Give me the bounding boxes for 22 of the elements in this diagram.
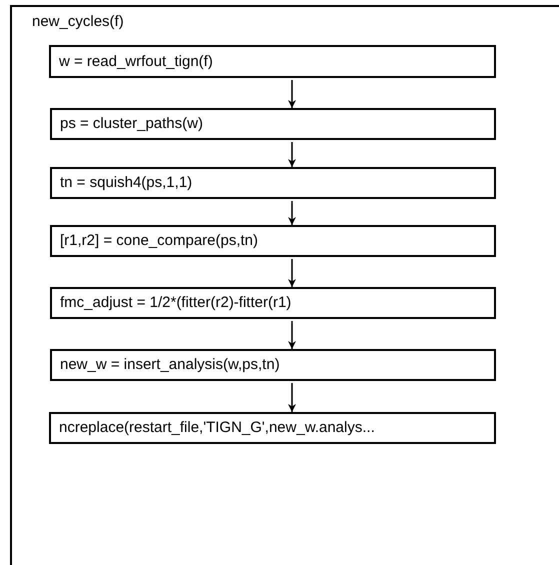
function-frame: [10, 5, 559, 565]
statement-text: ps = cluster_paths(w): [60, 115, 203, 133]
statement-text: [r1,r2] = cone_compare(ps,tn): [60, 232, 258, 250]
process-box: [49, 412, 496, 444]
arrow: [288, 259, 296, 287]
arrow: [288, 383, 296, 412]
statement-text: w = read_wrfout_tign(f): [59, 52, 213, 70]
arrow: [288, 201, 296, 225]
arrow: [288, 142, 296, 167]
statement-text: fmc_adjust = 1/2*(fitter(r2)-fitter(r1): [60, 294, 292, 312]
process-box: [50, 287, 496, 319]
statement-text: tn = squish4(ps,1,1): [60, 174, 192, 192]
process-box: [50, 167, 496, 199]
function-title: new_cycles(f): [32, 13, 124, 31]
arrow: [288, 321, 296, 349]
statement-text: ncreplace(restart_file,'TIGN_G',new_w.analys...: [59, 419, 375, 437]
statement-text: new_w = insert_analysis(w,ps,tn): [60, 356, 280, 374]
arrow: [288, 80, 296, 108]
process-box: [50, 349, 496, 381]
process-box: [50, 108, 496, 140]
process-box: [50, 225, 496, 257]
process-box: [49, 45, 496, 78]
